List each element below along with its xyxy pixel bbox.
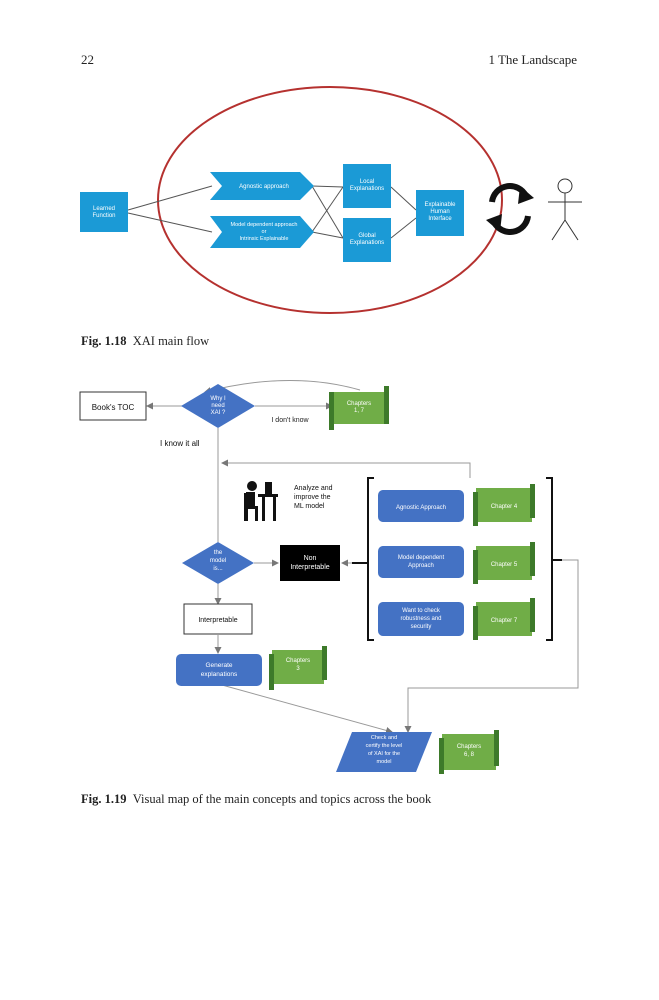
model-dependent-chevron <box>210 216 314 248</box>
scope-ellipse <box>157 86 503 314</box>
agnostic-approach-label: Agnostic approach <box>239 184 289 190</box>
books-toc-box <box>79 391 147 421</box>
why-xai-diamond <box>181 384 255 428</box>
robustness-security-box <box>378 602 464 636</box>
page-number: 22 <box>81 52 94 67</box>
generate-explanations-box <box>176 654 262 686</box>
chapter-4-label: Chapter 4 <box>491 504 518 510</box>
i-know-it-all-label: I know it all <box>160 439 200 448</box>
chapter-5-label: Chapter 5 <box>491 562 518 568</box>
chapter-7-label: Chapter 7 <box>491 618 518 624</box>
agnostic-approach-box <box>378 490 464 522</box>
chapter-5-scroll <box>476 546 532 580</box>
books-toc-label: Book's TOC <box>92 403 135 412</box>
human-user-icon <box>548 178 582 241</box>
agnostic-approach-label-2: Agnostic Approach <box>396 505 446 511</box>
interpretable-label: Interpretable <box>198 617 237 624</box>
non-interpretable-box <box>280 545 340 581</box>
chapter-7-scroll <box>476 602 532 636</box>
check-certify-parallelogram <box>336 732 432 772</box>
local-explanations-box <box>343 164 391 208</box>
chapter-4-scroll <box>476 488 532 522</box>
chapters-3-scroll <box>272 650 324 684</box>
i-dont-know-label: I don't know <box>271 417 309 424</box>
options-bracket <box>352 477 562 641</box>
global-explanations-box <box>343 218 391 262</box>
figure-1-18-caption: Fig. 1.18 XAI main flow <box>81 334 210 348</box>
interpretable-box <box>183 603 253 635</box>
model-is-diamond <box>182 542 254 584</box>
agnostic-approach-chevron <box>210 172 314 200</box>
chapters-6-8-scroll <box>442 734 496 770</box>
model-dependent-approach-box <box>378 546 464 578</box>
figure-1-19-caption: Fig. 1.19 Visual map of the main concept… <box>81 792 432 806</box>
analyst-at-desk-icon <box>244 481 278 521</box>
explainable-human-interface-box <box>416 190 464 236</box>
learned-function-box <box>80 192 128 232</box>
chapters-1-7-scroll <box>332 392 386 424</box>
running-header: 1 The Landscape <box>488 52 577 67</box>
flow-connectors <box>127 185 417 239</box>
